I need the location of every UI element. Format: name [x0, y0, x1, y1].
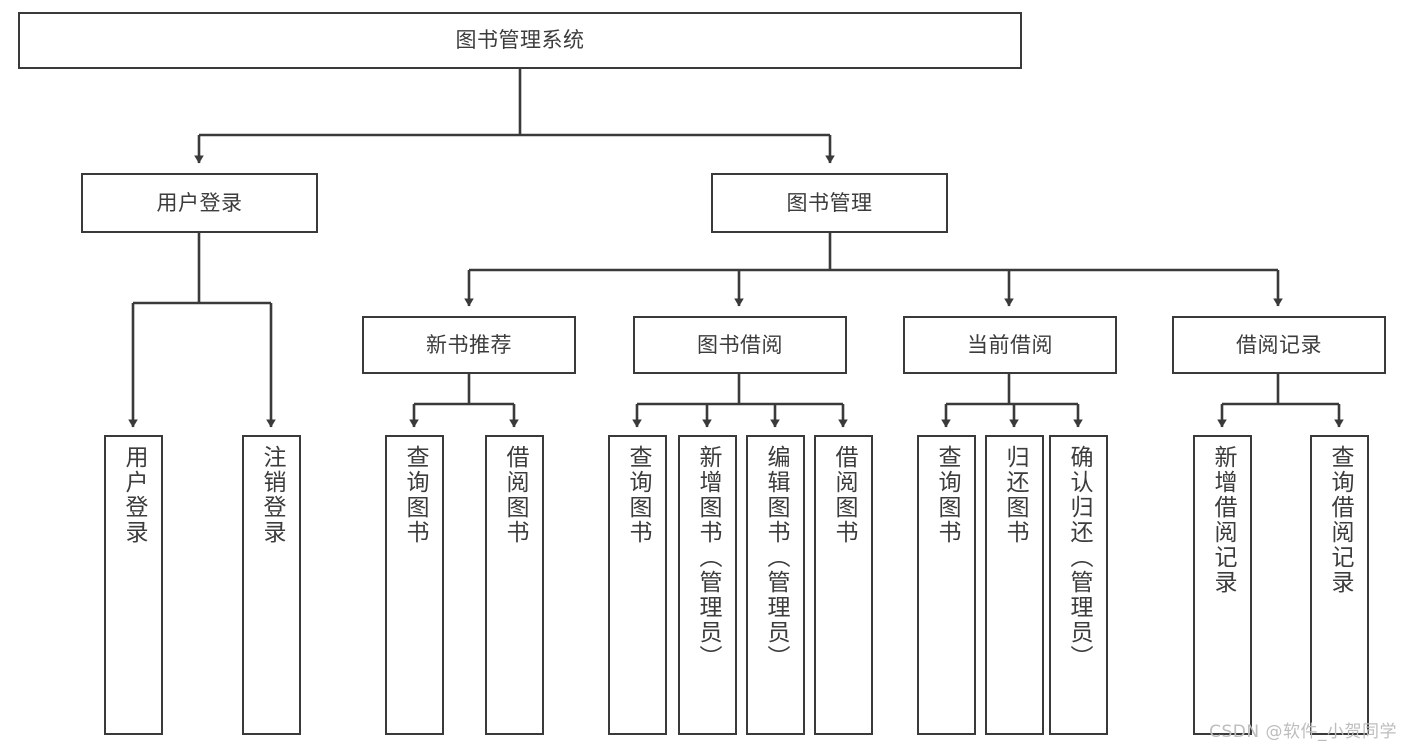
node-leaf-confirm-return[interactable]: 确认归还（管理员） [1049, 435, 1108, 735]
node-leaf-query-book-3-label: 查询图书 [934, 445, 960, 545]
node-leaf-query-book-1[interactable]: 查询图书 [385, 435, 444, 735]
node-book-borrow[interactable]: 图书借阅 [633, 316, 847, 374]
node-leaf-query-record[interactable]: 查询借阅记录 [1310, 435, 1369, 735]
node-leaf-query-book-3[interactable]: 查询图书 [917, 435, 976, 735]
node-leaf-borrow-book-2[interactable]: 借阅图书 [814, 435, 873, 735]
node-leaf-return-book[interactable]: 归还图书 [985, 435, 1044, 735]
node-leaf-query-book-2-label: 查询图书 [625, 445, 651, 545]
node-leaf-confirm-return-label: 确认归还（管理员） [1066, 445, 1092, 670]
node-leaf-edit-book-label: 编辑图书（管理员） [763, 445, 789, 670]
node-new-book-recommend[interactable]: 新书推荐 [362, 316, 576, 374]
node-user-login[interactable]: 用户登录 [81, 173, 318, 233]
node-borrow-record[interactable]: 借阅记录 [1172, 316, 1386, 374]
node-leaf-borrow-book-1[interactable]: 借阅图书 [485, 435, 544, 735]
node-current-borrow-label: 当前借阅 [967, 332, 1053, 357]
node-leaf-return-book-label: 归还图书 [1002, 445, 1028, 545]
node-leaf-add-book-label: 新增图书（管理员） [695, 445, 721, 670]
node-book-manage[interactable]: 图书管理 [711, 173, 948, 233]
node-leaf-query-book-2[interactable]: 查询图书 [608, 435, 667, 735]
watermark-text: CSDN @软件_小贺同学 [1209, 722, 1397, 742]
node-leaf-add-book[interactable]: 新增图书（管理员） [678, 435, 737, 735]
node-current-borrow[interactable]: 当前借阅 [903, 316, 1117, 374]
node-leaf-borrow-book-1-label: 借阅图书 [502, 445, 528, 545]
node-leaf-add-record[interactable]: 新增借阅记录 [1193, 435, 1252, 735]
node-new-book-recommend-label: 新书推荐 [426, 332, 512, 357]
node-root-label: 图书管理系统 [455, 28, 585, 53]
node-leaf-query-book-1-label: 查询图书 [402, 445, 428, 545]
node-leaf-edit-book[interactable]: 编辑图书（管理员） [746, 435, 805, 735]
node-root[interactable]: 图书管理系统 [18, 12, 1022, 69]
node-leaf-borrow-book-2-label: 借阅图书 [831, 445, 857, 545]
node-user-login-label: 用户登录 [156, 190, 243, 215]
node-leaf-logout[interactable]: 注销登录 [242, 435, 301, 735]
node-leaf-add-record-label: 新增借阅记录 [1210, 445, 1236, 595]
node-leaf-user-login-label: 用户登录 [121, 445, 147, 545]
node-leaf-logout-label: 注销登录 [259, 445, 285, 545]
node-leaf-query-record-label: 查询借阅记录 [1327, 445, 1353, 595]
node-borrow-record-label: 借阅记录 [1236, 332, 1322, 357]
node-book-borrow-label: 图书借阅 [697, 332, 783, 357]
node-book-manage-label: 图书管理 [786, 190, 873, 215]
node-leaf-user-login[interactable]: 用户登录 [104, 435, 163, 735]
